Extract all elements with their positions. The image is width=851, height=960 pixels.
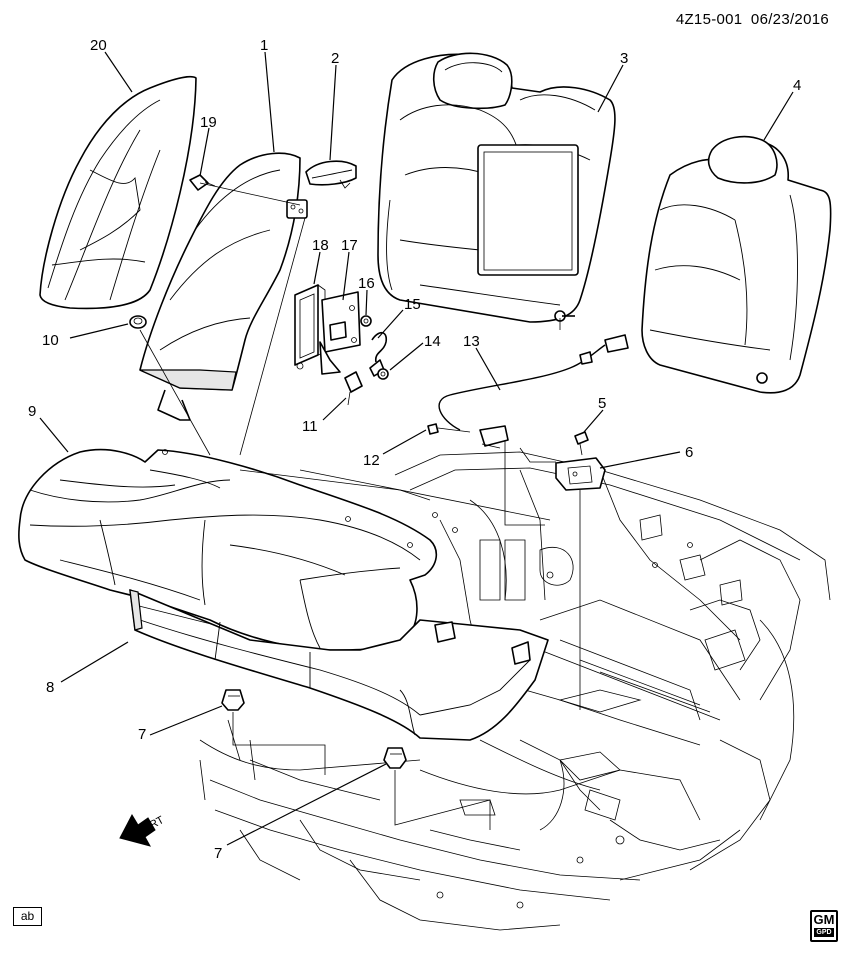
callout-9: 9 bbox=[28, 403, 36, 420]
callout-4: 4 bbox=[793, 77, 801, 94]
part-16-nut bbox=[360, 315, 372, 327]
vehicle-floor-structure bbox=[199, 451, 831, 931]
part-13-cable bbox=[438, 334, 629, 431]
part-17-hinge-plate bbox=[319, 291, 361, 375]
callout-6: 6 bbox=[685, 444, 693, 461]
part-11-connector bbox=[344, 371, 363, 406]
part-19-bolt bbox=[189, 174, 216, 191]
diagram-code: 4Z15-001 bbox=[675, 11, 743, 28]
callout-20: 20 bbox=[90, 37, 107, 54]
gm-logo: GM GPD bbox=[810, 910, 838, 942]
part-7-clip-right bbox=[383, 747, 407, 769]
part-15-clip bbox=[369, 331, 388, 377]
part-1-bolster-frame bbox=[139, 152, 308, 421]
callout-5: 5 bbox=[598, 395, 606, 412]
callout-13: 13 bbox=[463, 333, 480, 350]
part-4-seat-back-right bbox=[641, 135, 832, 394]
ab-badge: ab bbox=[13, 907, 42, 926]
part-20-side-bolster bbox=[39, 75, 197, 310]
callout-8: 8 bbox=[46, 679, 54, 696]
callout-3: 3 bbox=[620, 50, 628, 67]
part-7-clip-left bbox=[221, 689, 245, 711]
callout-7-right: 7 bbox=[214, 845, 222, 862]
front-direction-arrow: FRT bbox=[119, 813, 167, 847]
part-12-latch bbox=[427, 423, 509, 449]
leader-lines bbox=[39, 51, 794, 846]
gm-logo-subtext: GPD bbox=[814, 928, 834, 937]
diagram-reference: 4Z15-001 06/23/2016 bbox=[676, 11, 829, 28]
callout-16: 16 bbox=[358, 275, 375, 292]
part-5-bolt bbox=[574, 431, 589, 456]
callout-15: 15 bbox=[404, 296, 421, 313]
callout-14: 14 bbox=[424, 333, 441, 350]
part-6-striker-bracket bbox=[555, 457, 606, 491]
callout-11: 11 bbox=[302, 418, 318, 435]
diagram-date: 06/23/2016 bbox=[750, 11, 829, 28]
callout-2: 2 bbox=[331, 50, 339, 67]
part-3-seat-back-left bbox=[377, 52, 616, 323]
callout-7-left: 7 bbox=[138, 726, 146, 743]
callout-18: 18 bbox=[312, 237, 329, 254]
callout-labels: 20 1 2 3 4 19 18 17 16 15 10 14 13 5 9 1… bbox=[28, 37, 801, 862]
callout-1: 1 bbox=[260, 37, 268, 54]
part-9-seat-cushion bbox=[18, 448, 438, 651]
callout-10: 10 bbox=[42, 332, 59, 349]
part-8-cushion-frame bbox=[129, 589, 549, 741]
part-2-cover bbox=[305, 160, 357, 189]
part-14-washer bbox=[377, 368, 389, 380]
part-10-grommet bbox=[129, 315, 147, 329]
front-arrow-label: FRT bbox=[142, 814, 167, 835]
callout-17: 17 bbox=[341, 237, 358, 254]
assembly-lines bbox=[139, 182, 581, 830]
front-arrow-icon bbox=[119, 813, 156, 847]
gm-logo-text: GM bbox=[813, 912, 835, 927]
callout-12: 12 bbox=[363, 452, 380, 469]
callout-19: 19 bbox=[200, 114, 217, 131]
